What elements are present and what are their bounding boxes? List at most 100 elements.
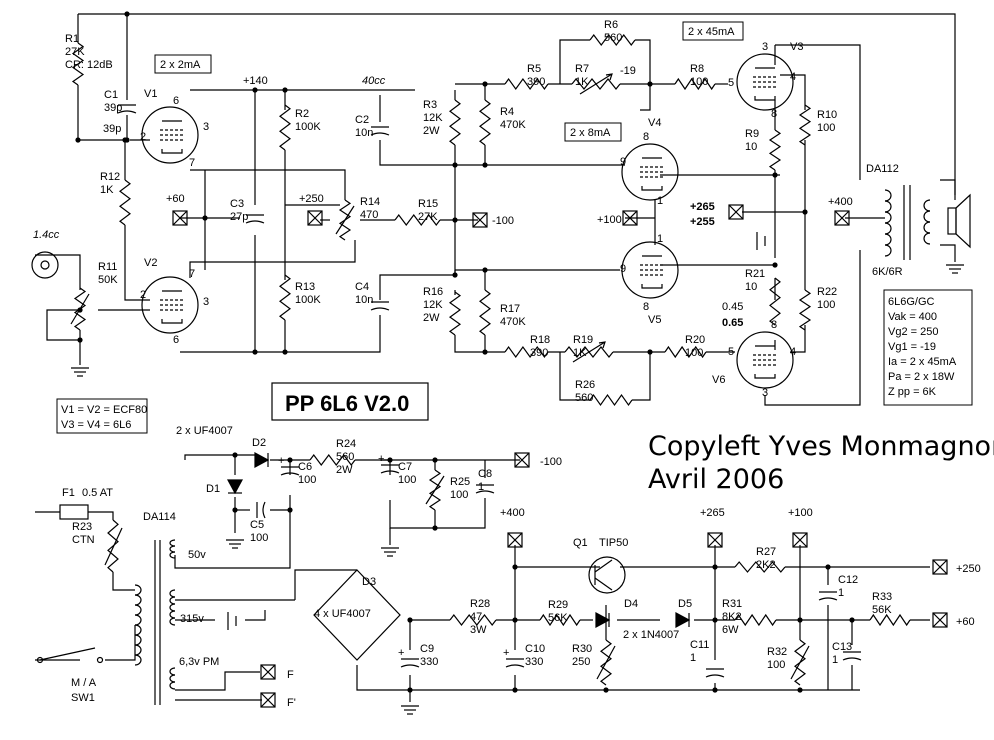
- value-r9: 10: [745, 141, 757, 153]
- value-r18: 390: [530, 347, 548, 359]
- tube-v1: [141, 106, 199, 164]
- value-c4: 10n: [355, 294, 373, 306]
- tube-ref-v4: V4: [648, 117, 661, 129]
- value-c13: 1: [832, 654, 838, 666]
- bias-current-label: 0.45: [722, 301, 743, 313]
- terminal-icon: [932, 612, 948, 628]
- value-r4: 470K: [500, 119, 526, 131]
- value-r13: 100K: [295, 294, 321, 306]
- ref-c3: C3: [230, 198, 244, 210]
- variable-arrow: [572, 341, 606, 363]
- winding-label: 315v: [180, 613, 204, 625]
- ref-r8: R8: [690, 63, 704, 75]
- pin-number: 2: [140, 289, 146, 301]
- resistor-r1: [71, 42, 85, 86]
- tube-ref-v5: V5: [648, 314, 661, 326]
- wire: [940, 244, 956, 262]
- junction-dot: [482, 162, 488, 168]
- terminal-icon: [172, 210, 188, 226]
- variable-arrow: [605, 73, 613, 81]
- title-box: [271, 382, 429, 421]
- tube-ref-v3: V3: [790, 41, 803, 53]
- terminal-icon: [472, 212, 488, 228]
- junction-dot: [387, 457, 393, 463]
- power-transformer-icon: [134, 614, 142, 626]
- value-r27: 2K2: [756, 559, 776, 571]
- switch-label: M / A: [71, 677, 97, 689]
- wire: [190, 169, 346, 200]
- pin-number: 3: [203, 296, 209, 308]
- output-transformer-icon: [884, 244, 892, 257]
- value-c7: 100: [398, 474, 416, 486]
- junction-dot: [825, 564, 831, 570]
- output-transformer-icon: [923, 221, 931, 234]
- ref-r9: R9: [745, 128, 759, 140]
- ref-r30: R30: [572, 643, 592, 655]
- ref-r18: R18: [530, 334, 550, 346]
- switch-ref: SW1: [71, 692, 95, 704]
- capacitor-plate: [505, 664, 525, 668]
- ref-r4: R4: [500, 106, 514, 118]
- winding-icon: [169, 589, 176, 598]
- resistor-r8: [674, 77, 716, 91]
- ref-r20: R20: [685, 334, 705, 346]
- resistor-r26: [589, 393, 633, 407]
- value-r22: 100: [817, 299, 835, 311]
- wire: [379, 140, 625, 166]
- resistor-r21: [769, 277, 781, 326]
- tube-legend-box: [56, 398, 148, 434]
- current-label: 2 x 45mA: [688, 26, 735, 38]
- ref-c10: C10: [525, 643, 545, 655]
- diode-d2: [254, 451, 270, 469]
- output-transformer-icon: [923, 199, 931, 212]
- value-r8: 100: [690, 76, 708, 88]
- current-box-v3: [682, 21, 744, 41]
- rail-label: +100: [788, 507, 813, 519]
- value-r24: 560: [336, 451, 354, 463]
- output-transformer-icon: [884, 233, 892, 246]
- schematic-title: PP 6L6 V2.0: [285, 391, 409, 416]
- junction-dot: [512, 564, 518, 570]
- wire: [356, 665, 410, 691]
- power-transformer-icon: [134, 584, 142, 596]
- terminal-icon: [932, 559, 948, 575]
- junction-dot: [407, 687, 413, 693]
- rail-label: +400: [500, 507, 525, 519]
- terminal-icon: [260, 692, 276, 708]
- resistor-r12: [119, 179, 131, 226]
- wire: [454, 335, 505, 353]
- wire: [35, 254, 81, 290]
- pin-number: 8: [771, 108, 777, 120]
- pin-number: 7: [189, 157, 195, 169]
- wire: [635, 39, 651, 84]
- value-r29: 56K: [548, 612, 568, 624]
- value-c1: 39p: [104, 102, 122, 114]
- wire: [184, 454, 255, 460]
- ref-r25: R25: [450, 476, 470, 488]
- power-transformer-icon: [134, 654, 142, 666]
- capacitor-plate: [245, 220, 265, 224]
- capacitor-plate: [400, 664, 420, 668]
- ref-c8: C8: [478, 468, 492, 480]
- note-r31: 6W: [722, 624, 739, 636]
- pin-number: 7: [189, 268, 195, 280]
- terminal-icon: [260, 664, 276, 680]
- resistor-r4: [479, 99, 491, 146]
- winding-icon: [169, 551, 176, 559]
- wire: [559, 352, 590, 401]
- wire: [389, 500, 435, 529]
- ref-r21: R21: [745, 268, 765, 280]
- bridge-rectifier-icon: [313, 569, 401, 661]
- rail-label: +400: [828, 196, 853, 208]
- ref-r2: R2: [295, 108, 309, 120]
- winding-label: 6,3v PM: [179, 656, 219, 668]
- value-c2: 10n: [355, 127, 373, 139]
- winding-icon: [169, 674, 176, 683]
- input-jack-icon: [31, 251, 59, 279]
- pin-number: 6: [173, 95, 179, 107]
- polarity-mark: +: [398, 647, 404, 659]
- terminal-icon: [707, 532, 723, 548]
- rail-label: 40cc: [362, 75, 386, 87]
- ref-r13: R13: [295, 281, 315, 293]
